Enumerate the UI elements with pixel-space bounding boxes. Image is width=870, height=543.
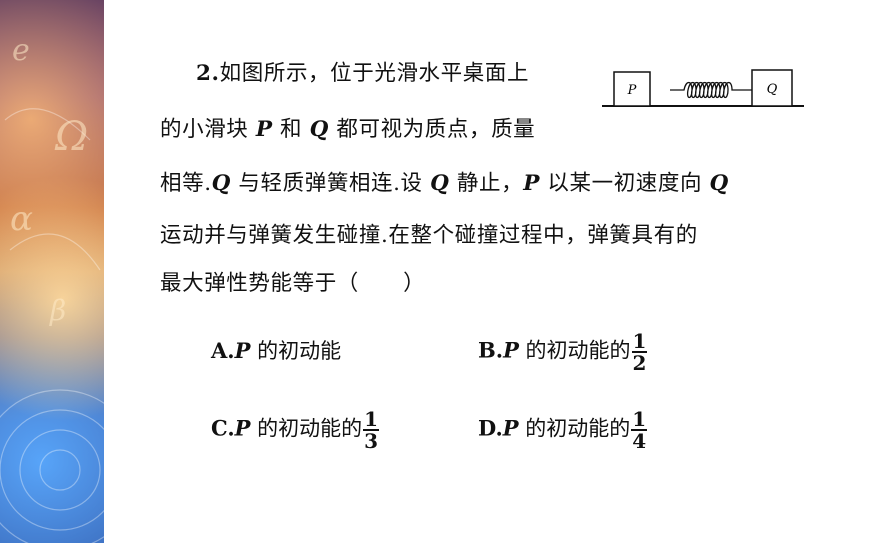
question-line-3: 相等.Q 与轻质弹簧相连.设 Q 静止，P 以某一初速度向 Q <box>160 171 729 196</box>
question-line-5: 最大弹性势能等于（ ） <box>160 271 426 296</box>
block-p-label: P <box>627 83 637 98</box>
question-number: 2. <box>196 61 220 86</box>
spring-diagram: P Q <box>602 69 804 107</box>
decorative-sidebar: e Ω α β <box>0 0 104 543</box>
option-a[interactable]: A.P 的初动能 <box>211 338 342 363</box>
block-p <box>613 71 651 107</box>
block-q <box>751 69 793 107</box>
svg-text:α: α <box>10 199 33 239</box>
question-line-4: 运动并与弹簧发生碰撞.在整个碰撞过程中，弹簧具有的 <box>160 223 698 248</box>
sidebar-art: e Ω α β <box>0 33 104 543</box>
svg-text:e: e <box>12 33 30 68</box>
svg-text:β: β <box>49 294 66 327</box>
svg-text:Ω: Ω <box>54 114 88 160</box>
question-line-2: 的小滑块 P 和 Q 都可视为质点，质量 <box>160 117 536 142</box>
question-line-1: 2.如图所示，位于光滑水平桌面上 <box>196 61 530 86</box>
block-q-label: Q <box>767 82 778 97</box>
spring <box>670 81 752 99</box>
